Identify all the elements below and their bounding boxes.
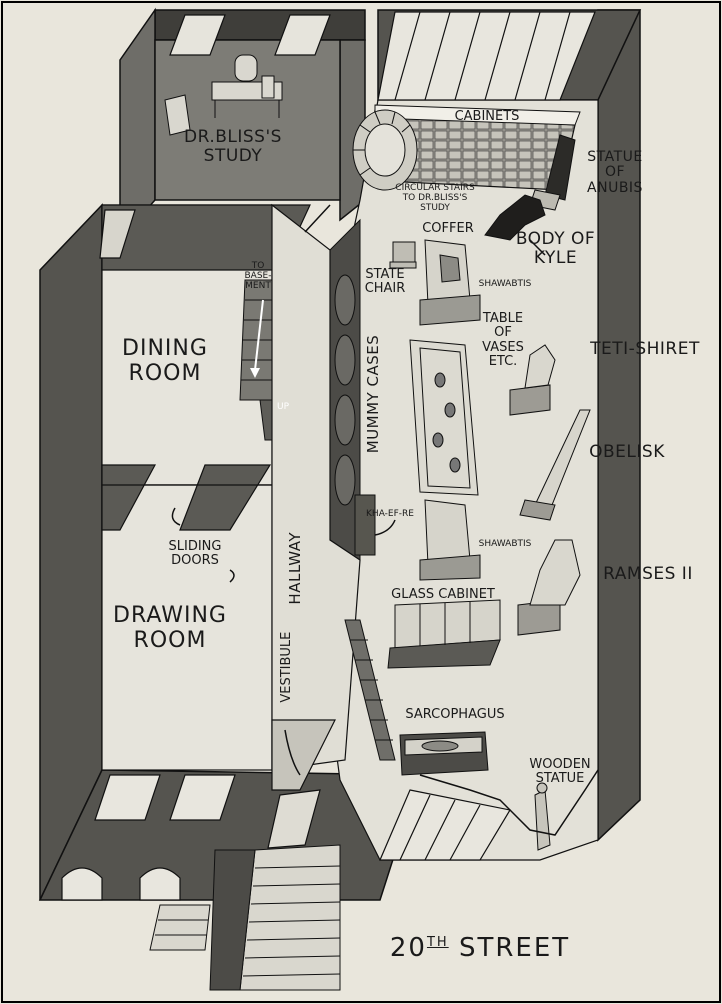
label-body-of-kyle: BODY OF KYLE bbox=[515, 229, 596, 268]
label-shawabtis-1: SHAWABTIS bbox=[478, 279, 532, 289]
label-street: 20TH STREET bbox=[375, 935, 585, 961]
front-museum-windows bbox=[379, 789, 511, 861]
label-up: UP bbox=[276, 402, 289, 412]
study-windows bbox=[169, 14, 331, 56]
label-study: DR.BLISS'S STUDY bbox=[184, 127, 282, 166]
sarcophagus-shape bbox=[399, 731, 489, 776]
circular-stairs bbox=[352, 109, 418, 191]
label-statue-anubis: STATUE OF ANUBIS bbox=[587, 149, 643, 196]
kha-ef-re-shape bbox=[354, 494, 376, 556]
label-coffer: COFFER bbox=[422, 221, 474, 236]
ramses-shape bbox=[517, 539, 581, 636]
label-to-basement: TO BASE- MENT bbox=[244, 261, 272, 291]
label-hallway: HALLWAY bbox=[285, 531, 304, 605]
label-circular-stairs: CIRCULAR STAIRS TO DR.BLISS'S STUDY bbox=[395, 183, 475, 213]
vestibule-shape bbox=[267, 719, 336, 849]
glass-cabinet-shape bbox=[387, 599, 501, 669]
label-wooden-statue: WOODEN STATUE bbox=[529, 757, 591, 787]
shawabtis-lower-shape bbox=[419, 499, 481, 581]
label-teti-shiret: TETI-SHIRET bbox=[590, 339, 700, 359]
body-of-kyle-shape bbox=[484, 194, 546, 241]
front-steps bbox=[149, 844, 341, 991]
state-chair-shape bbox=[389, 241, 417, 269]
museum-windows bbox=[377, 11, 596, 101]
label-state-chair: STATE CHAIR bbox=[364, 267, 406, 297]
drawing-room-shape bbox=[101, 464, 273, 771]
street-number: 20 bbox=[389, 933, 427, 963]
label-kha-ef-re: KHA-EF-RE bbox=[366, 509, 414, 519]
label-sliding-doors: SLIDING DOORS bbox=[168, 539, 222, 569]
label-drawing-room: DRAWING ROOM bbox=[113, 603, 227, 654]
hallway-railing bbox=[344, 619, 396, 761]
front-windows bbox=[61, 774, 236, 901]
label-ramses: RAMSES II bbox=[603, 564, 693, 584]
label-mummy-cases: MUMMY CASES bbox=[363, 334, 382, 454]
study-desk bbox=[164, 54, 283, 136]
label-cabinets: CABINETS bbox=[454, 109, 520, 124]
label-shawabtis-2: SHAWABTIS bbox=[478, 539, 532, 549]
street-suffix: TH bbox=[426, 935, 449, 950]
broken-wall bbox=[419, 769, 599, 836]
coffer-shape bbox=[419, 239, 481, 326]
obelisk-shape bbox=[519, 409, 591, 521]
label-obelisk: OBELISK bbox=[589, 442, 665, 462]
label-sarcophagus: SARCOPHAGUS bbox=[405, 707, 505, 722]
annotation-arrows bbox=[171, 204, 546, 776]
label-dining-room: DINING ROOM bbox=[122, 336, 208, 387]
table-of-vases-shape bbox=[409, 339, 479, 496]
label-table-of-vases: TABLE OF VASES ETC. bbox=[482, 311, 524, 369]
label-vestibule: VESTIBULE bbox=[278, 631, 294, 703]
street-name: STREET bbox=[458, 933, 571, 963]
label-glass-cabinet: GLASS CABINET bbox=[391, 587, 495, 602]
teti-shiret-shape bbox=[509, 344, 556, 416]
